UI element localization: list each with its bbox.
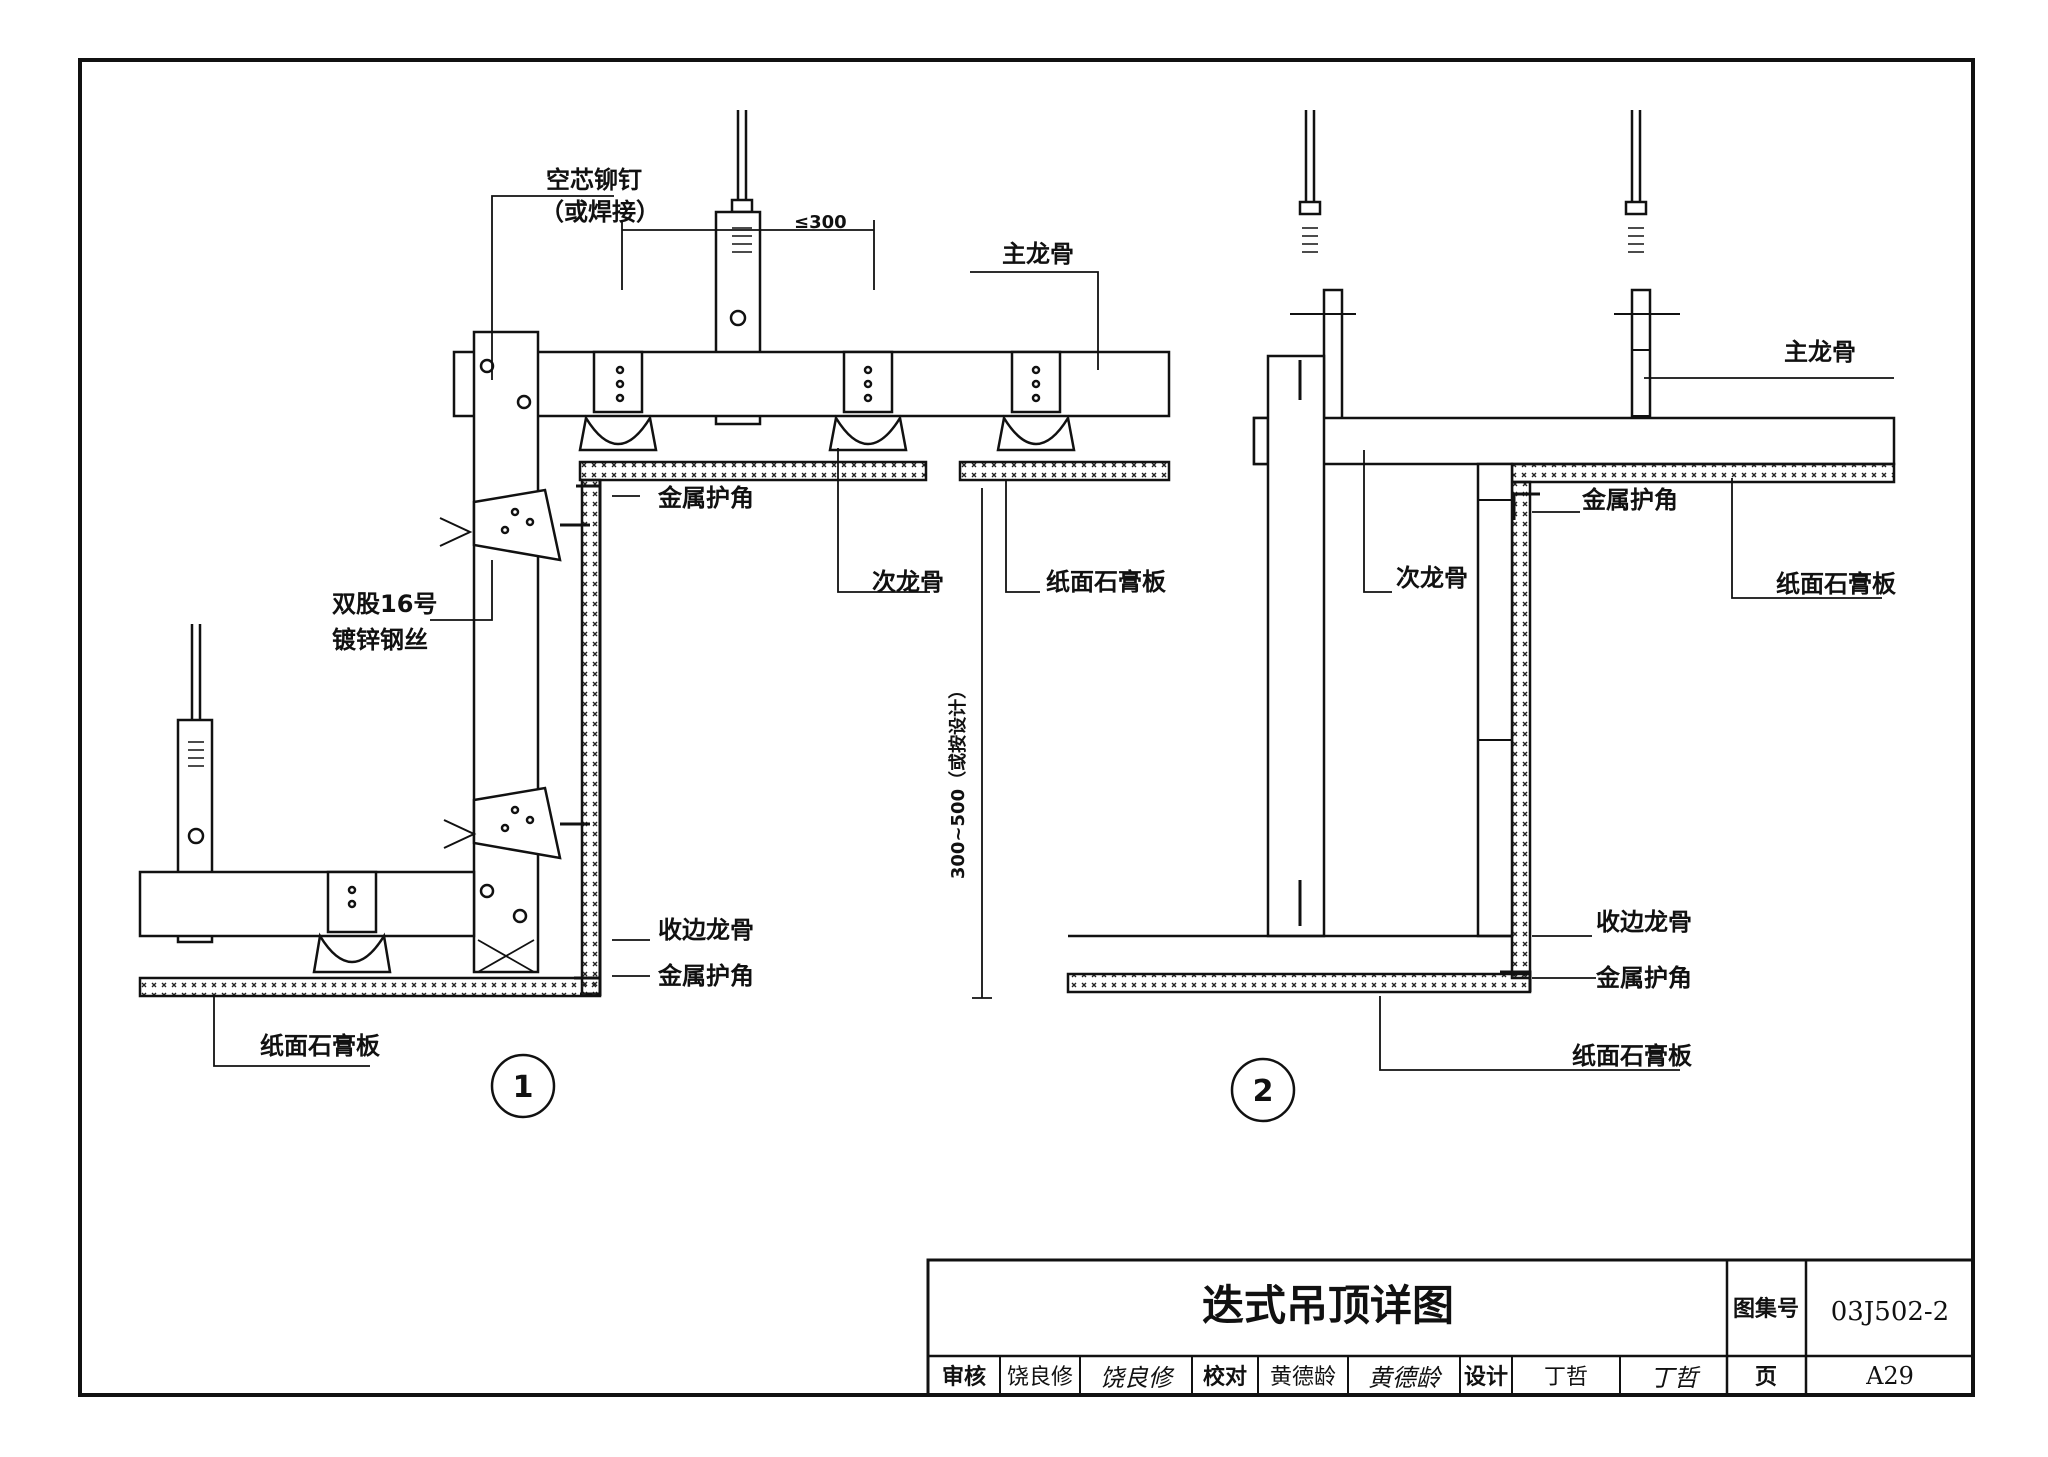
height-dimension-label: 300~500（或按设计） — [947, 681, 969, 879]
rivet-label-sub: （或焊接） — [540, 198, 660, 226]
designer-name: 丁哲 — [1544, 1365, 1588, 1390]
wire-label: 双股16号 — [332, 590, 437, 618]
spacing-label: ≤300 — [794, 212, 847, 233]
keel-clip-2 — [828, 350, 908, 452]
wire-bracket-lower — [443, 786, 590, 860]
detail-number-2: 2 — [1253, 1074, 1274, 1109]
metal-corner-top-label-2: 金属护角 — [1581, 486, 1678, 514]
labels: 空芯铆钉 （或焊接） ≤300 主龙骨 金属护角 次龙骨 纸面石膏板 双股16号… — [260, 166, 1897, 1109]
keel-clip-1 — [578, 350, 658, 452]
page-number: A29 — [1865, 1362, 1914, 1390]
main-keel-label-1: 主龙骨 — [1002, 240, 1074, 268]
hanger-bolt — [729, 309, 747, 327]
reviewer-signature: 饶良修 — [1100, 1364, 1175, 1392]
gypsum-board-label-1b: 纸面石膏板 — [260, 1032, 381, 1060]
gypsum-board-label-2b: 纸面石膏板 — [1572, 1042, 1693, 1070]
gypsum-board-label-2a: 纸面石膏板 — [1776, 570, 1897, 598]
drawing-title: 迭式吊顶详图 — [1202, 1281, 1454, 1330]
rivet-label: 空芯铆钉 — [546, 166, 642, 194]
detail-number-1: 1 — [513, 1070, 534, 1105]
reviewer-name: 饶良修 — [1007, 1365, 1073, 1390]
checker-signature: 黄德龄 — [1368, 1364, 1443, 1392]
metal-corner-bottom-2 — [1500, 970, 1532, 992]
check-label: 校对 — [1203, 1364, 1247, 1390]
atlas-number: 03J502-2 — [1831, 1297, 1949, 1327]
gypsum-board-bottom-2 — [1066, 972, 1532, 994]
height-dimension — [972, 488, 992, 999]
metal-corner-bottom-label-1: 金属护角 — [657, 962, 754, 990]
checker-name: 黄德龄 — [1270, 1365, 1336, 1390]
design-label: 设计 — [1464, 1365, 1508, 1390]
wire-bracket-upper — [439, 488, 590, 562]
edge-keel-label-2: 收边龙骨 — [1596, 908, 1692, 936]
edge-keel-label-1: 收边龙骨 — [658, 916, 754, 944]
detail-1 — [138, 110, 1171, 1119]
gypsum-board-label-1a: 纸面石膏板 — [1046, 568, 1167, 596]
secondary-keel-label-1: 次龙骨 — [872, 568, 944, 596]
page-label: 页 — [1755, 1365, 1777, 1390]
hanger-plate-2b — [1630, 288, 1652, 424]
gypsum-board-top-1a — [578, 460, 928, 482]
vertical-post-2 — [1266, 354, 1326, 938]
wire-label-sub: 镀锌钢丝 — [332, 626, 428, 654]
metal-corner-bottom-label-2: 金属护角 — [1595, 964, 1692, 992]
title-block — [926, 1258, 1975, 1397]
keel-clip-3 — [996, 350, 1076, 452]
metal-corner-top-label-1: 金属护角 — [657, 484, 754, 512]
atlas-label: 图集号 — [1733, 1296, 1799, 1322]
secondary-keel-label-2: 次龙骨 — [1396, 564, 1468, 592]
main-keel-2 — [1252, 416, 1896, 466]
vertical-post — [472, 330, 540, 974]
metal-corner-top-1 — [576, 484, 602, 510]
metal-corner-bottom-1 — [574, 976, 602, 996]
main-keel-lower — [138, 870, 476, 938]
spacing-dimension — [621, 220, 875, 290]
gypsum-board-top-2 — [1510, 462, 1896, 484]
metal-corner-top-2 — [1512, 492, 1540, 520]
main-keel-label-2: 主龙骨 — [1784, 338, 1856, 366]
hanger-nut — [730, 198, 754, 214]
gypsum-board-top-1b — [958, 460, 1171, 482]
review-label: 审核 — [942, 1364, 986, 1390]
gypsum-board-vertical-2 — [1510, 480, 1532, 980]
main-keel-1 — [452, 350, 1171, 418]
hanger-plate-2a — [1322, 288, 1344, 424]
gypsum-board-bottom-1 — [138, 976, 602, 998]
gypsum-board-vertical-1 — [580, 478, 602, 996]
title-block-text: 迭式吊顶详图 图集号 03J502-2 审核 饶良修 饶良修 校对 黄德龄 黄德… — [942, 1281, 1949, 1392]
edge-keel-vertical-2 — [1476, 462, 1514, 938]
detail-2 — [1066, 110, 1896, 1123]
designer-signature: 丁哲 — [1650, 1364, 1701, 1392]
keel-clip-lower — [312, 870, 392, 974]
